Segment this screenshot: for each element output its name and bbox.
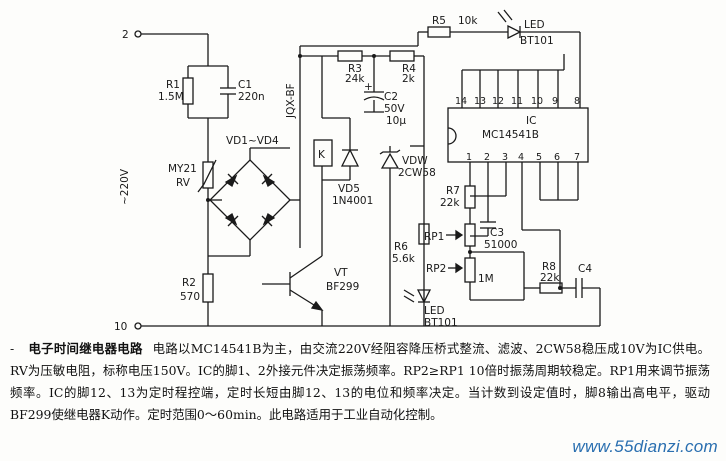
relay-coil — [313, 139, 333, 167]
c4-label: C4 — [578, 263, 592, 275]
varistor-rv — [197, 148, 217, 274]
c1-label: C1 — [238, 79, 252, 91]
vd5-label: VD5 — [338, 183, 360, 195]
relay-k — [313, 56, 360, 246]
varistor-label: MY21 — [168, 163, 197, 175]
c1-value: 220n — [238, 91, 265, 103]
c3-label: C3 — [490, 227, 504, 239]
r8-c4-network — [524, 270, 601, 326]
caption-dash: - — [10, 341, 15, 356]
caption-text: -电子时间继电器电路电路以MC14541B为主，由交流220V经阻容降压桥式整流… — [10, 338, 710, 426]
r6-label: R6 — [394, 241, 408, 253]
ic-pin-13: 13 — [474, 96, 486, 107]
r4-resistor — [389, 50, 415, 62]
r4-label: R4 — [402, 63, 416, 75]
ic-label: IC — [526, 115, 536, 127]
r1-resistor — [182, 77, 194, 105]
ic-pin-11: 11 — [511, 96, 523, 107]
bridge-rectifier — [208, 147, 300, 257]
circuit-schematic: 2 10 ~220V R1 1.5M C1 220n MY21 RV R2 57… — [114, 9, 601, 333]
led-bottom-label: LED — [424, 305, 445, 317]
watermark: www.55dianzi.com — [572, 437, 718, 456]
r7-label: R7 — [446, 185, 460, 197]
ic-pin-6: 6 — [554, 152, 560, 163]
vdw-value: 2CW58 — [398, 167, 436, 179]
led-bottom-value: BT101 — [424, 317, 458, 329]
r5-led-top — [417, 9, 581, 96]
vt-value: BF299 — [326, 281, 359, 293]
caption-title: 电子时间继电器电路 — [28, 341, 143, 356]
r2-label: R2 — [182, 277, 196, 289]
r3-resistor — [337, 50, 363, 62]
zener-vdw — [379, 145, 424, 326]
vt-label: VT — [334, 267, 348, 279]
r1-value: 1.5M — [158, 91, 184, 103]
r4-value: 2k — [402, 73, 416, 85]
r1-label: R1 — [166, 79, 180, 91]
ic-model: MC14541B — [482, 129, 539, 141]
r7-resistor — [464, 185, 476, 209]
transistor-vt — [262, 200, 324, 326]
r5-label: R5 — [432, 15, 446, 27]
ic-pin-1: 1 — [466, 152, 472, 163]
r8-value: 22k — [540, 272, 560, 284]
r7-value: 22k — [440, 197, 460, 209]
oscillator-network — [446, 176, 525, 301]
led-top-label: LED — [524, 19, 545, 31]
relay-coil-label: K — [318, 149, 326, 161]
ic-pin-14: 14 — [455, 96, 467, 107]
c2-plus: + — [364, 81, 373, 93]
r3-value: 24k — [345, 73, 365, 85]
r6-led-bottom — [403, 223, 432, 304]
r8-label: R8 — [542, 261, 556, 273]
c2-voltage: 50V — [384, 103, 405, 115]
r2-value: 570 — [180, 291, 200, 303]
ic-pin-7: 7 — [574, 152, 580, 163]
supply-rail — [134, 30, 208, 330]
positive-rail — [298, 45, 418, 200]
supply-voltage-label: ~220V — [119, 168, 131, 205]
rp2-label: RP2 — [426, 263, 446, 275]
ic-pin-12: 12 — [492, 96, 504, 107]
led-top-value: BT101 — [520, 35, 554, 47]
c2-value: 10μ — [386, 115, 406, 127]
bridge-label: VD1~VD4 — [226, 135, 279, 147]
ic-pin-9: 9 — [552, 96, 558, 107]
r6-resistor — [418, 223, 430, 245]
rp1-label: RP1 — [424, 231, 444, 243]
varistor-sub-label: RV — [176, 177, 191, 189]
terminal-bottom-label: 10 — [114, 321, 127, 333]
ic-pin-4: 4 — [518, 152, 524, 163]
relay-model-label: JQX-BF — [285, 83, 297, 119]
rp2-potentiometer — [464, 257, 476, 283]
rp2-value: 1M — [478, 273, 494, 285]
r3-label: R3 — [348, 63, 362, 75]
r3-r4-chain — [337, 50, 425, 326]
c3-value: 51000 — [484, 239, 517, 251]
c2-label: C2 — [384, 91, 398, 103]
r5-resistor — [427, 26, 451, 38]
ic-pin-8: 8 — [574, 96, 580, 107]
terminal-top-label: 2 — [122, 29, 129, 41]
ic-pin-5: 5 — [536, 152, 542, 163]
ic-pin-3: 3 — [502, 152, 508, 163]
r1-c1-network — [182, 34, 236, 148]
r2-resistor — [202, 273, 214, 326]
rp1-potentiometer — [464, 223, 476, 247]
ic-pin-10: 10 — [531, 96, 543, 107]
vd5-value: 1N4001 — [332, 195, 373, 207]
r5-value: 10k — [458, 15, 478, 27]
vdw-label: VDW — [402, 155, 428, 167]
ic-pin-2: 2 — [484, 152, 490, 163]
caption-body: 电路以MC14541B为主，由交流220V经阻容降压桥式整流、滤波、2CW58稳… — [10, 341, 711, 422]
ic-mc14541b — [447, 54, 589, 270]
r6-value: 5.6k — [392, 253, 416, 265]
c2-capacitor — [363, 91, 385, 113]
